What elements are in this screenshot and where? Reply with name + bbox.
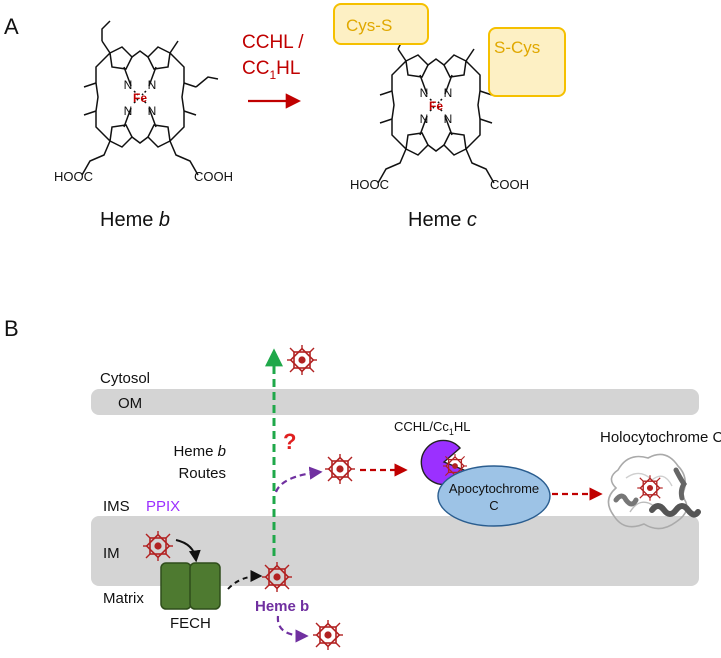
acid-right: COOH	[490, 177, 529, 192]
question-mark: ?	[283, 429, 296, 454]
fech-to-heme-arrow	[227, 570, 263, 590]
holocytochrome-c-structure	[607, 453, 701, 530]
n-atom: N	[124, 104, 133, 118]
n-atom: N	[444, 112, 453, 126]
thioether-box-right	[488, 27, 566, 97]
route-to-ims-arrow	[274, 466, 323, 493]
fe-atom-right: Fe	[429, 99, 443, 113]
fech-label: FECH	[170, 615, 211, 632]
om-label: OM	[118, 395, 142, 412]
n-atom: N	[148, 104, 157, 118]
cchl-label: CCHL/Cc1HL	[394, 419, 471, 437]
n-atom: N	[420, 86, 429, 100]
routes-label-line1: Heme b	[173, 443, 226, 460]
fe-atom-left: Fe	[133, 91, 147, 105]
heme-b-label: Heme b	[255, 598, 309, 615]
thioether-box-left	[333, 3, 429, 45]
heme-b-icon-matrix	[261, 561, 293, 593]
heme-c-caption: Heme c	[408, 209, 477, 231]
heme-b-icon-ims	[324, 453, 356, 485]
ppix-label: PPIX	[146, 498, 180, 515]
acid-left: HOOC	[54, 169, 93, 184]
outer-membrane	[91, 389, 699, 415]
route-to-matrix-arrow	[276, 615, 309, 643]
apocytochrome-c	[437, 465, 551, 527]
n-atom: N	[420, 112, 429, 126]
acid-right: COOH	[194, 169, 233, 184]
apocyt-label-line1: Apocytochrome	[449, 481, 539, 496]
ppix-to-fech-arrow	[175, 539, 201, 563]
heme-b-icon-matrix-lower	[312, 619, 344, 651]
panel-b-label: B	[4, 316, 19, 341]
n-atom: N	[444, 86, 453, 100]
holocyt-label: Holocytochrome C	[600, 429, 721, 446]
matrix-label: Matrix	[103, 590, 144, 607]
acid-left: HOOC	[350, 177, 389, 192]
heme-b-structure: Fe N N N N HOOC COOH	[54, 20, 233, 184]
inner-membrane	[91, 516, 699, 586]
n-atom: N	[124, 78, 133, 92]
heme-b-caption: Heme b	[100, 209, 170, 231]
apocyt-label-line2: C	[489, 498, 498, 513]
fech-subunit-right	[189, 562, 221, 610]
fech-subunit-left	[160, 562, 192, 610]
s-cys-label: S-Cys	[494, 38, 540, 57]
routes-label-line2: Routes	[178, 465, 226, 482]
ims-label: IMS	[103, 498, 130, 515]
n-atom: N	[148, 78, 157, 92]
enzyme-label-line2: CC1HL	[242, 58, 300, 82]
enzyme-label-line1: CCHL /	[242, 32, 304, 53]
heme-b-icon-cytosol	[286, 344, 318, 376]
im-label: IM	[103, 545, 120, 562]
ppix-molecule-icon	[142, 530, 174, 562]
cytosol-label: Cytosol	[100, 370, 150, 387]
cys-s-label: Cys-S	[346, 16, 392, 35]
panel-a-label: A	[4, 14, 19, 39]
